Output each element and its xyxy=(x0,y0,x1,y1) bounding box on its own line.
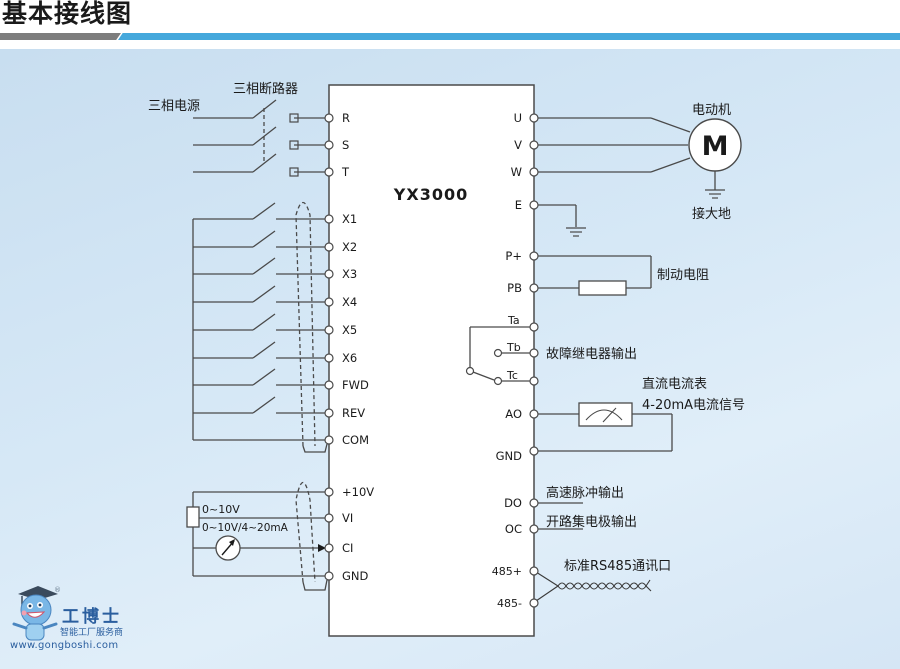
terminal-label-PB: PB xyxy=(507,281,522,295)
terminal-S: S xyxy=(289,138,349,152)
motor-symbol: M xyxy=(702,131,729,162)
motor-wiring xyxy=(538,117,716,227)
terminal-label-X3: X3 xyxy=(342,267,357,281)
motor-icon: M xyxy=(688,118,742,172)
terminal-label-X4: X4 xyxy=(342,295,357,309)
terminal-label-COM: COM xyxy=(342,433,369,447)
arrow-icon xyxy=(318,544,326,552)
brake-wiring xyxy=(538,255,652,289)
terminal-label-X6: X6 xyxy=(342,351,357,365)
rs485-terminals xyxy=(529,566,539,608)
do-label: 高速脉冲输出 xyxy=(546,485,624,501)
terminal-label-P+: P+ xyxy=(505,249,522,263)
terminal-label-X5: X5 xyxy=(342,323,357,337)
digital-input-wiring xyxy=(192,201,328,453)
brake-label: 制动电阻 xyxy=(657,268,709,283)
ammeter-icon xyxy=(215,535,241,561)
terminal-label-OC: OC xyxy=(505,522,522,536)
terminal-label-DO: DO xyxy=(504,496,522,510)
analog-input-terminals xyxy=(324,487,334,581)
terminal-label-X2: X2 xyxy=(342,240,357,254)
terminal-label-X1: X1 xyxy=(342,212,357,226)
title-underline-blue xyxy=(118,33,900,40)
terminal-label-REV: REV xyxy=(342,406,365,420)
relay-wiring xyxy=(469,326,530,382)
relay-contact xyxy=(493,348,503,358)
terminal-R: R xyxy=(289,111,350,125)
pulse-output-terminals xyxy=(529,498,539,534)
terminal-label-Tc: Tc xyxy=(506,369,518,382)
terminal-label-VI: VI xyxy=(342,511,353,525)
e-ground-icon xyxy=(565,227,587,237)
analog-input-wiring xyxy=(186,481,328,591)
inverter-body xyxy=(328,84,535,637)
relay-terminals xyxy=(529,322,539,386)
ground-label: 接大地 xyxy=(692,206,731,222)
relay-contact xyxy=(493,376,503,386)
relay-contact xyxy=(465,366,475,376)
twisted-pair-icon xyxy=(535,571,652,602)
terminal-label-T: T xyxy=(341,165,350,179)
digital-input-terminals xyxy=(324,214,334,445)
terminal-label-485plus: 485+ xyxy=(492,565,522,578)
relay-label: 故障继电器输出 xyxy=(546,346,637,362)
dc-meter-label: 直流电流表 xyxy=(642,377,707,392)
pulse-output-wiring xyxy=(538,502,583,530)
terminal-label-S: S xyxy=(342,138,349,152)
brake-resistor-icon xyxy=(578,280,627,296)
terminal-label-GND-in: GND xyxy=(342,569,369,583)
mascot-icon xyxy=(12,586,58,641)
terminal-label-Tb: Tb xyxy=(506,341,521,354)
watermark-brand: 工博士 xyxy=(62,607,122,627)
ao-signal-label: 4-20mA电流信号 xyxy=(642,398,745,413)
terminal-T: T xyxy=(289,165,350,179)
pot-range-label: 0~10V xyxy=(202,503,240,516)
page-title: 基本接线图 xyxy=(2,0,133,28)
terminal-label-485minus: 485- xyxy=(497,597,522,610)
terminal-label-FWD: FWD xyxy=(342,378,369,392)
dc-ammeter-icon xyxy=(578,402,633,427)
terminal-label-10V: +10V xyxy=(342,485,374,499)
watermark-logo: ® 工博士 智能工厂服务商 www.gongboshi.com xyxy=(6,584,146,664)
terminal-label-V: V xyxy=(514,138,522,152)
terminal-label-U: U xyxy=(514,111,522,125)
terminal-label-Ta: Ta xyxy=(507,314,520,327)
watermark-slogan: 智能工厂服务商 xyxy=(60,628,124,638)
analog-output-terminals xyxy=(529,409,539,456)
title-underline-gray xyxy=(0,33,121,40)
rs485-label: 标准RS485通讯口 xyxy=(564,559,671,574)
motor-ground-icon xyxy=(704,189,726,199)
terminal-label-CI: CI xyxy=(342,541,353,555)
motor-terminals xyxy=(529,113,539,210)
power-source-label: 三相电源 xyxy=(148,99,200,114)
registered-mark: ® xyxy=(54,586,61,594)
terminal-label-AO: AO xyxy=(505,407,522,421)
terminal-label-GND-out: GND xyxy=(496,449,523,463)
terminal-label-E: E xyxy=(515,198,522,212)
signal-range-label: 0~10V/4~20mA xyxy=(202,522,289,534)
watermark-url: www.gongboshi.com xyxy=(10,640,119,651)
analog-output-wiring xyxy=(538,413,673,452)
motor-label: 电动机 xyxy=(692,103,731,118)
terminal-label-W: W xyxy=(511,165,522,179)
terminal-label-R: R xyxy=(342,111,350,125)
breaker-label: 三相断路器 xyxy=(233,81,298,97)
brake-terminals xyxy=(529,251,539,293)
oc-label: 开路集电极输出 xyxy=(546,514,637,530)
device-model: YX3000 xyxy=(393,185,468,204)
power-input-wiring xyxy=(193,99,277,173)
